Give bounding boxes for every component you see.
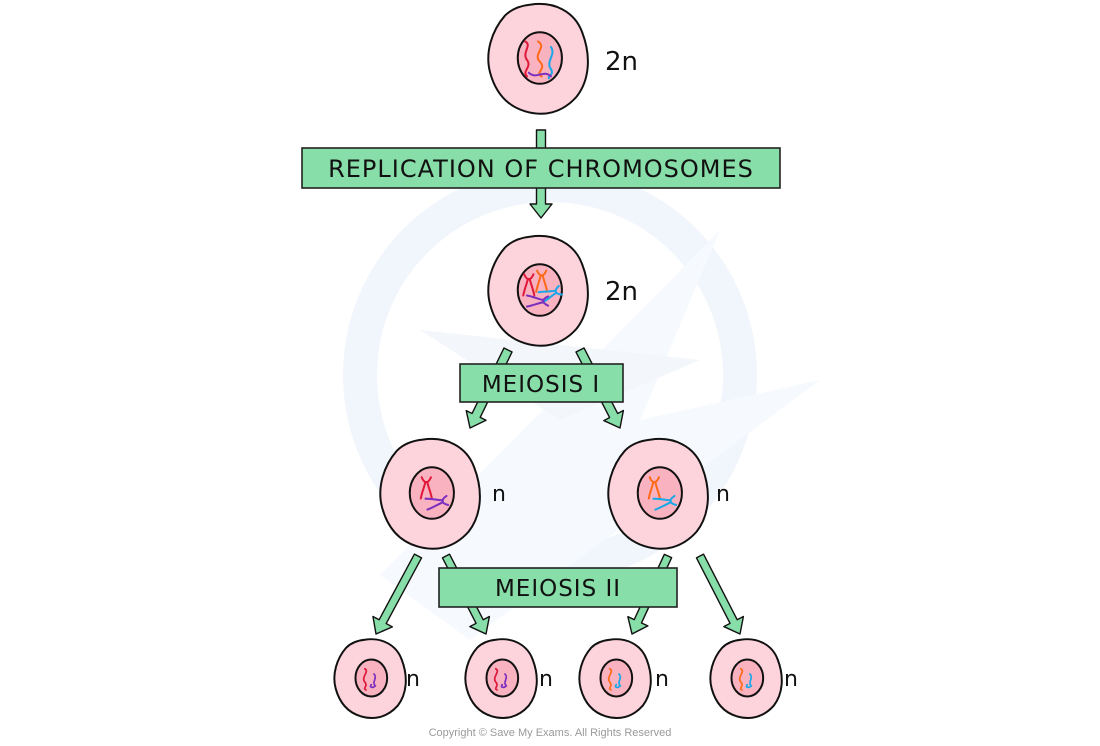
cell-parent [487,2,589,115]
chromosome [647,476,661,500]
chromosome-purple [500,673,508,689]
nucleus [730,658,765,698]
nucleus [599,658,634,698]
cells [333,2,783,719]
chromosome-blue [547,45,554,80]
chromosome-purple [527,71,552,78]
copyright-notice: Copyright © Save My Exams. All Rights Re… [428,727,672,739]
arrow-4 [372,553,423,635]
step-label-meiosis-2: MEIOSIS II [495,576,621,602]
chromosome-red [524,40,530,78]
arrow-7 [695,553,745,635]
step-box-replication: REPLICATION OF CHROMOSOMES [301,147,781,189]
chromosome [522,273,536,297]
chromosome-orange [607,667,613,691]
nucleus [354,658,389,698]
chromosome [424,494,450,511]
ploidy-label-parent: 2n [605,47,638,77]
chromosome [525,294,550,308]
cell-replicated [487,234,589,347]
nucleus [516,263,563,317]
chromosome [419,476,433,500]
cell-gamete-2 [464,638,538,719]
chromosome [652,494,678,511]
chromosome-blue [745,673,753,689]
ploidy-label-gamete-2: n [539,667,553,692]
ploidy-label-m1-right: n [716,482,730,507]
chromosome-red [493,667,499,691]
chromosome-blue [614,673,622,689]
step-label-meiosis-1: MEIOSIS I [482,372,600,398]
ploidy-label-gamete-4: n [784,667,798,692]
ploidy-label-gamete-1: n [406,667,420,692]
ploidy-label-replicated: 2n [605,277,638,307]
cell-gamete-1 [333,638,407,719]
cell-gamete-3 [578,638,652,719]
cell-m1-right [607,437,709,550]
chromosome-orange [738,667,744,691]
step-box-meiosis-1: MEIOSIS I [459,363,624,403]
nucleus [485,658,520,698]
nucleus [636,466,683,520]
step-box-meiosis-2: MEIOSIS II [438,567,678,608]
nucleus [408,466,455,520]
chromosome-orange [536,40,544,78]
chromosome-red [362,667,368,691]
ploidy-label-gamete-3: n [655,667,669,692]
cell-m1-left [379,437,481,550]
ploidy-label-m1-left: n [492,482,506,507]
cell-gamete-4 [709,638,783,719]
chromosome-purple [369,673,377,689]
step-label-replication: REPLICATION OF CHROMOSOMES [328,155,754,183]
